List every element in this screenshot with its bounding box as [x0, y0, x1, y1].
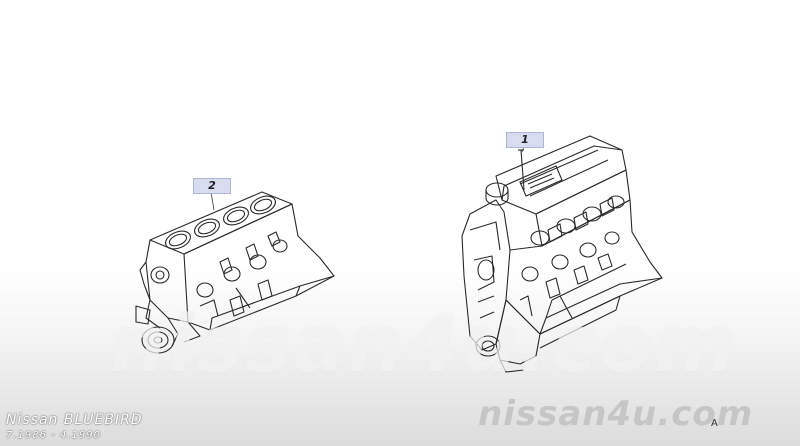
complete-engine-assembly[interactable]: [461, 135, 663, 373]
short-engine-block[interactable]: [135, 191, 335, 354]
vehicle-title: Nissan BLUEBIRD: [6, 412, 143, 428]
callout-part-1[interactable]: 1: [506, 132, 544, 148]
vehicle-production-dates: 7.1986 - 4.1990: [6, 430, 101, 441]
version-marker: A: [711, 418, 718, 429]
watermark-text: nissan4u.com: [110, 300, 738, 390]
leader-line-2: [210, 191, 215, 211]
callout-part-2[interactable]: 2: [193, 178, 231, 194]
brand-logo: nissan4u.com: [478, 394, 754, 434]
